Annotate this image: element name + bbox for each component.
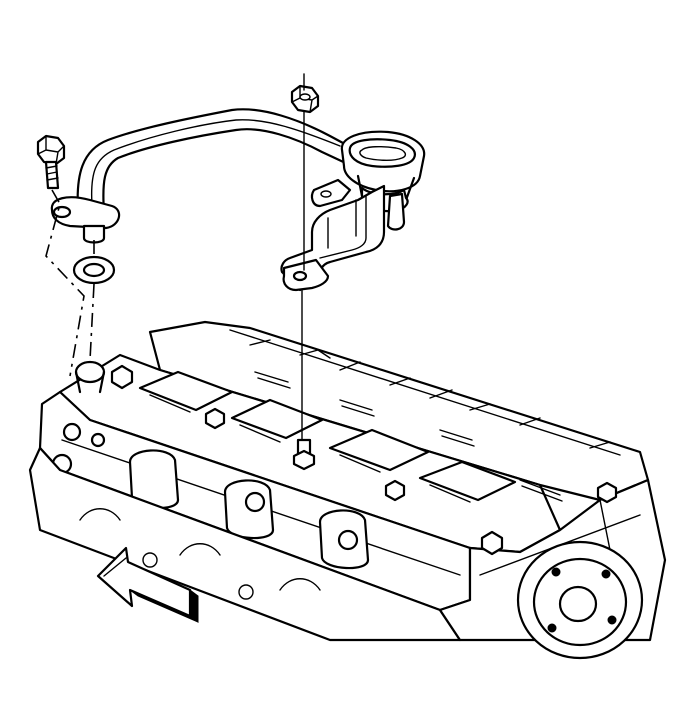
- nut: [290, 84, 320, 114]
- oil-fill-tube: [50, 108, 426, 292]
- stud: [292, 438, 316, 471]
- oil-fill-cap-neck: [340, 130, 426, 231]
- manifold-bolts: [110, 364, 618, 556]
- engine-block: [28, 320, 667, 660]
- bolt: [36, 134, 66, 190]
- front-direction-arrow-icon: [96, 546, 199, 623]
- mounting-bracket: [280, 178, 386, 292]
- crankshaft-pulley: [516, 540, 644, 660]
- assembly-centerlines: [45, 73, 305, 441]
- gasket: [72, 255, 116, 285]
